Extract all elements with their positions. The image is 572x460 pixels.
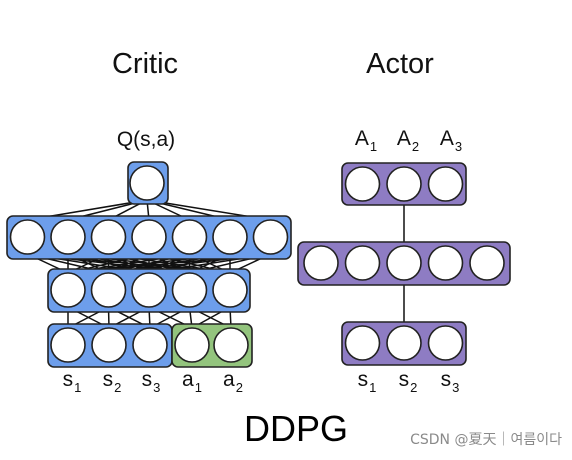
- critic-hidden1-neuron-1: [9, 219, 46, 255]
- critic-input-neuron-5: [213, 327, 249, 363]
- critic-input-neuron-3: [132, 327, 168, 363]
- critic-hidden2-neuron-1: [50, 272, 86, 308]
- critic-hidden1-neuron-6: [212, 219, 248, 255]
- critic-input-neuron-4: [174, 327, 210, 363]
- critic-state-label-1: s1: [63, 368, 82, 395]
- critic-hidden1-neuron-3: [90, 219, 127, 255]
- critic-action-label-1: a1: [182, 368, 202, 395]
- critic-network: [6, 161, 292, 368]
- critic-state-label-3: s3: [142, 368, 161, 395]
- actor-output-neuron-2: [386, 166, 422, 202]
- critic-input-neuron-1: [50, 327, 86, 363]
- critic-output-label: Q(s,a): [117, 128, 175, 151]
- watermark: CSDN @夏天｜여름이다: [410, 432, 562, 448]
- actor-hidden-neuron-2: [344, 245, 381, 281]
- actor-output-neuron-3: [427, 166, 464, 202]
- critic-title: Critic: [112, 48, 178, 80]
- critic-state-label-2: s2: [103, 368, 122, 395]
- actor-input-neuron-3: [427, 325, 464, 361]
- critic-output-neuron-1: [129, 165, 165, 201]
- critic-input-neuron-2: [91, 327, 127, 363]
- caption: DDPG: [244, 408, 348, 449]
- actor-output-neuron-1: [344, 166, 381, 202]
- actor-input-neuron-1: [344, 325, 381, 361]
- critic-hidden2-neuron-2: [90, 272, 127, 308]
- actor-input-label-2: s2: [399, 368, 418, 395]
- actor-hidden-neuron-4: [427, 245, 464, 281]
- critic-hidden1-neuron-7: [252, 219, 289, 255]
- critic-hidden1-neuron-4: [131, 219, 167, 255]
- actor-title: Actor: [366, 48, 434, 80]
- critic-hidden1-neuron-5: [171, 219, 208, 255]
- actor-hidden-neuron-1: [303, 245, 339, 281]
- actor-hidden-neuron-3: [386, 245, 422, 281]
- actor-input-neuron-2: [386, 325, 422, 361]
- critic-hidden1-neuron-2: [50, 219, 86, 255]
- io-labels: s1 s2 s3 a1 a2 A1 A2 A3 s1 s2 s3: [63, 127, 462, 395]
- actor-input-label-1: s1: [358, 368, 377, 395]
- critic-hidden2-neuron-4: [171, 272, 208, 308]
- actor-input-label-3: s3: [441, 368, 460, 395]
- actor-output-label-2: A2: [397, 127, 419, 154]
- actor-output-label-3: A3: [440, 127, 462, 154]
- actor-output-label-1: A1: [355, 127, 377, 154]
- critic-hidden2-neuron-3: [131, 272, 167, 308]
- actor-hidden-neuron-5: [469, 245, 505, 281]
- actor-network: [297, 162, 511, 366]
- critic-action-label-2: a2: [223, 368, 243, 395]
- critic-hidden2-neuron-5: [212, 272, 248, 308]
